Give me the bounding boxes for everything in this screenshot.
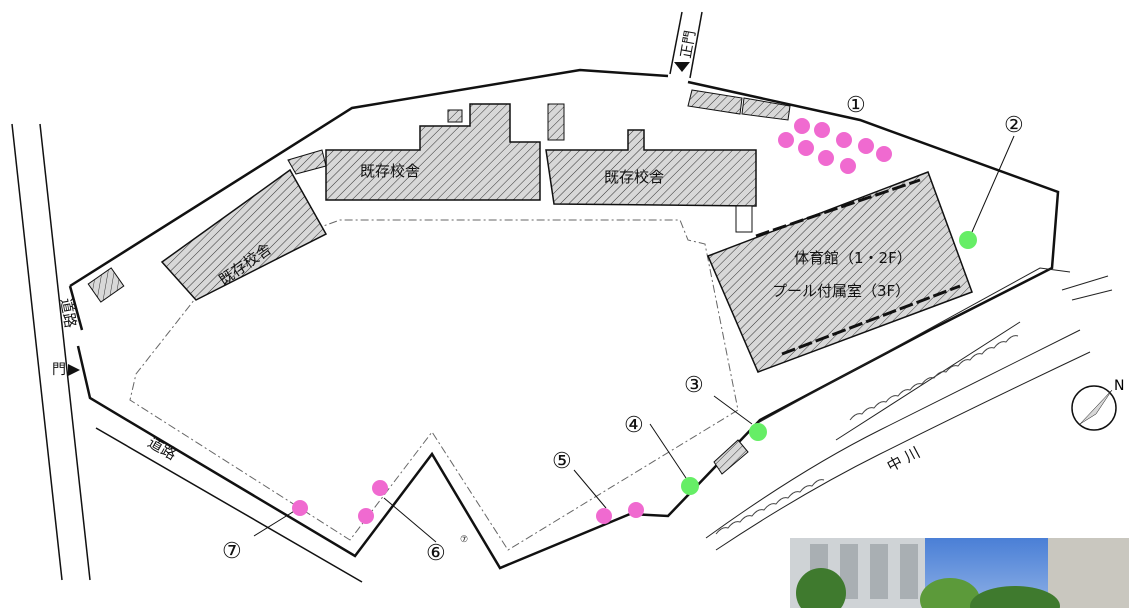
river-shed <box>713 439 749 475</box>
marker-4: ④ <box>624 413 644 438</box>
marker-7: ⑦ <box>222 539 242 564</box>
north-label: N <box>1114 378 1124 394</box>
pink-tree-group-6 <box>358 480 388 524</box>
pink-tree-group-1 <box>778 118 892 174</box>
photo-thumbnail <box>790 538 1129 608</box>
main-gate-arrow-icon <box>674 62 690 72</box>
river-label: 中 川 <box>884 443 923 475</box>
site-boundary <box>68 68 1060 570</box>
building-existing-west <box>160 149 328 301</box>
gym-label-line2: プール付属室（3F） <box>772 282 910 300</box>
south-road <box>95 427 363 583</box>
green-tree-4 <box>681 477 699 495</box>
building-label-center: 既存校舎 <box>360 162 420 180</box>
building-label-east: 既存校舎 <box>604 168 664 186</box>
gymnasium <box>707 171 973 373</box>
side-gate-label: 門 <box>52 362 66 378</box>
marker-6: ⑥ <box>426 541 446 566</box>
building-existing-center <box>325 103 541 201</box>
green-tree-3 <box>749 423 767 441</box>
photo-building-right <box>1048 538 1129 608</box>
marker-2: ② <box>1004 113 1024 138</box>
annex-small-3 <box>87 267 125 303</box>
photo-tree <box>796 568 846 608</box>
marker-3: ③ <box>684 373 704 398</box>
building-existing-east <box>545 129 757 207</box>
gym-label-line1: 体育館（1・2F） <box>794 249 912 267</box>
annex-small-2 <box>547 103 565 141</box>
green-tree-2 <box>959 231 977 249</box>
annex-gate-1 <box>687 89 743 115</box>
leader-lines <box>253 135 1015 543</box>
west-road <box>11 123 91 581</box>
playground-outline <box>129 219 739 551</box>
pink-tree-7 <box>292 500 308 516</box>
river-bank-scallops <box>715 335 1019 535</box>
photo-tree <box>970 586 1060 608</box>
gate-road <box>669 11 703 79</box>
small-marker-label: ⑦ <box>460 535 468 545</box>
annex-small-4 <box>735 205 753 233</box>
annex-gate-2 <box>741 97 791 121</box>
road-label-west: 道路 <box>57 297 80 330</box>
pink-tree-group-5 <box>596 502 644 524</box>
marker-5: ⑤ <box>552 449 572 474</box>
annex-small-1 <box>447 109 463 123</box>
river-banks <box>705 267 1113 551</box>
north-arrow-icon: N <box>1071 378 1124 431</box>
marker-1: ① <box>846 93 866 118</box>
main-gate-label: 正門 <box>678 29 699 59</box>
side-gate-arrow-icon <box>68 364 80 376</box>
